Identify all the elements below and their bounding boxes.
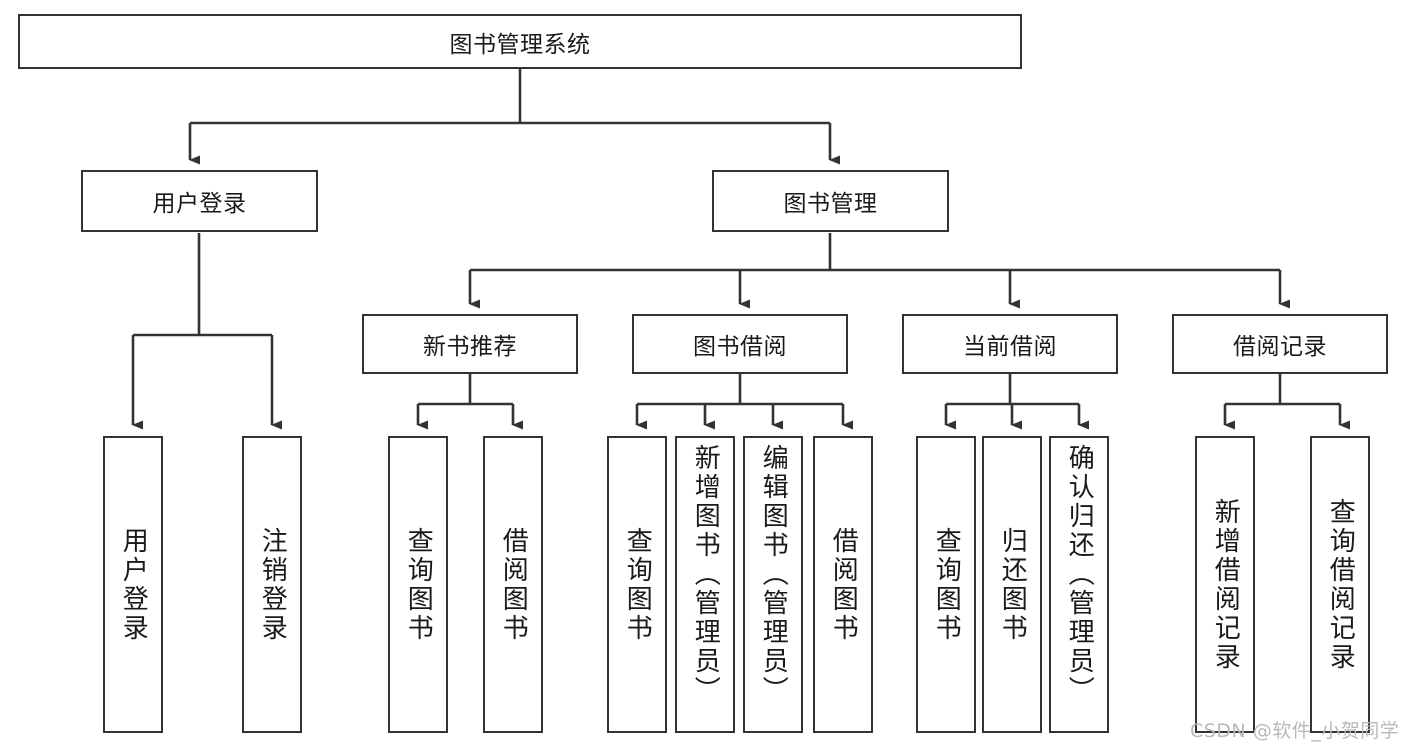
node-root-system[interactable]: 图书管理系统: [18, 14, 1022, 69]
node-label: 图书管理: [783, 191, 878, 217]
leaf-query-book-recommend[interactable]: 查询图书: [388, 436, 448, 733]
node-label: 用户登录: [152, 191, 247, 217]
node-borrow-records[interactable]: 借阅记录: [1172, 314, 1388, 374]
leaf-confirm-return-admin[interactable]: 确认归还（管理员）: [1049, 436, 1109, 733]
node-label: 注销登录: [257, 526, 288, 643]
node-book-management[interactable]: 图书管理: [712, 170, 949, 232]
node-label: 新增图书（管理员）: [690, 444, 721, 705]
leaf-user-login[interactable]: 用户登录: [103, 436, 163, 733]
node-label: 归还图书: [997, 526, 1028, 643]
leaf-add-borrow-record[interactable]: 新增借阅记录: [1195, 436, 1255, 733]
leaf-logout[interactable]: 注销登录: [242, 436, 302, 733]
node-book-borrow[interactable]: 图书借阅: [632, 314, 848, 374]
node-label: 图书借阅: [693, 334, 787, 360]
node-label: 借阅图书: [828, 526, 859, 643]
leaf-query-book-borrow[interactable]: 查询图书: [607, 436, 667, 733]
watermark-text: CSDN @软件_小贺同学: [1190, 720, 1400, 742]
leaf-query-borrow-record[interactable]: 查询借阅记录: [1310, 436, 1370, 733]
leaf-edit-book-admin[interactable]: 编辑图书（管理员）: [743, 436, 803, 733]
node-label: 编辑图书（管理员）: [758, 444, 789, 705]
node-label: 查询图书: [403, 526, 434, 643]
node-label: 当前借阅: [963, 334, 1057, 360]
node-label: 查询借阅记录: [1325, 497, 1356, 672]
leaf-return-book[interactable]: 归还图书: [982, 436, 1042, 733]
node-label: 新书推荐: [423, 334, 517, 360]
node-user-login[interactable]: 用户登录: [81, 170, 318, 232]
node-label: 用户登录: [118, 526, 149, 643]
node-label: 确认归还（管理员）: [1064, 444, 1095, 705]
node-label: 查询图书: [931, 526, 962, 643]
leaf-borrow-book[interactable]: 借阅图书: [813, 436, 873, 733]
node-label: 查询图书: [622, 526, 653, 643]
node-current-borrow[interactable]: 当前借阅: [902, 314, 1118, 374]
leaf-borrow-book-recommend[interactable]: 借阅图书: [483, 436, 543, 733]
node-label: 借阅记录: [1233, 334, 1327, 360]
node-label: 新增借阅记录: [1210, 497, 1241, 672]
node-label: 借阅图书: [498, 526, 529, 643]
leaf-add-book-admin[interactable]: 新增图书（管理员）: [675, 436, 735, 733]
leaf-query-book-current[interactable]: 查询图书: [916, 436, 976, 733]
node-label: 图书管理系统: [449, 31, 591, 58]
node-new-book-recommend[interactable]: 新书推荐: [362, 314, 578, 374]
